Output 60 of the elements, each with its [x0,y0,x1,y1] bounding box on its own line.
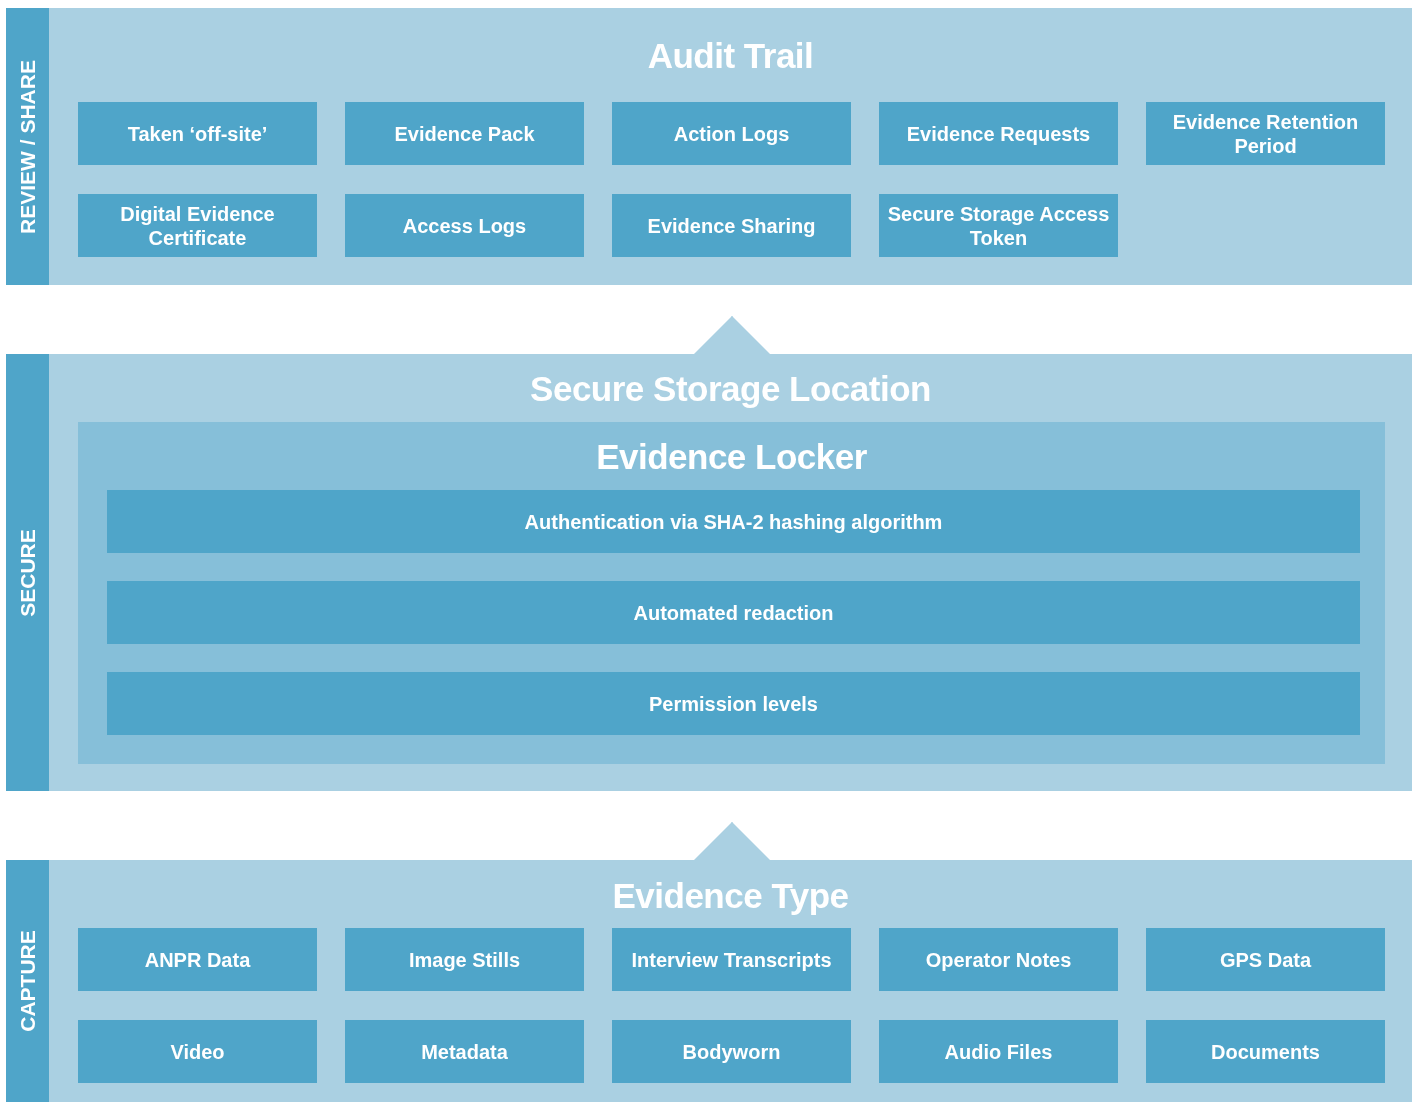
chevron-arrow [694,315,770,355]
feature-box [612,928,851,991]
stage-label: REVIEW / SHARE [15,59,40,234]
box-label: Documents [1211,1039,1320,1064]
feature-box [612,194,851,257]
feature-box [345,928,584,991]
box-label: Metadata [421,1039,508,1064]
feature-box [345,102,584,165]
locker-panel [78,422,1385,764]
box-label: Operator Notes [925,947,1072,972]
box-label: Evidence Requests [906,121,1091,146]
panel-heading: Audit Trail [646,36,815,76]
panel-heading: Evidence Type [611,876,850,916]
box-label: Automated redaction [633,600,834,625]
box-label: Permission levels [649,691,818,716]
box-label: Image Stills [408,947,521,972]
feature-box [1146,1020,1385,1083]
stage-label: CAPTURE [15,930,40,1032]
feature-box [78,1020,317,1083]
stage-label-bar [6,8,49,285]
box-label: Bodyworn [682,1039,781,1064]
feature-box [612,1020,851,1083]
box-label: Action Logs [673,121,790,146]
feature-box [1146,102,1385,165]
box-label: Evidence Pack [394,121,535,146]
stage-label-bar [6,354,49,791]
feature-box [879,928,1118,991]
stage-panel [49,8,1412,285]
feature-box [345,1020,584,1083]
feature-box [78,102,317,165]
feature-box [107,672,1360,735]
box-label: Interview Transcripts [631,947,832,972]
box-label: Video [170,1039,225,1064]
panel-heading: Evidence Locker [595,437,868,477]
feature-box [879,102,1118,165]
box-label: GPS Data [1219,947,1312,972]
feature-box [879,1020,1118,1083]
box-label: Secure Storage Access Token [887,201,1110,250]
stage-panel [49,860,1412,1102]
box-label: Audio Files [944,1039,1053,1064]
stage-panel [49,354,1412,791]
box-label: Authentication via SHA-2 hashing algorithm [524,509,943,534]
feature-box [345,194,584,257]
feature-box [107,581,1360,644]
box-label: Taken ‘off-site’ [127,121,268,146]
feature-box [107,490,1360,553]
feature-box [78,928,317,991]
box-label: Digital Evidence Certificate [119,201,276,250]
feature-box [612,102,851,165]
box-label: ANPR Data [144,947,251,972]
panel-heading: Secure Storage Location [529,369,932,409]
stage-label-bar [6,860,49,1102]
feature-box [1146,928,1385,991]
feature-box [78,194,317,257]
chevron-arrow [694,821,770,861]
box-label: Evidence Retention Period [1171,109,1360,158]
box-label: Access Logs [402,213,527,238]
stage-label: SECURE [15,528,40,617]
box-label: Evidence Sharing [647,213,816,238]
feature-box [879,194,1118,257]
